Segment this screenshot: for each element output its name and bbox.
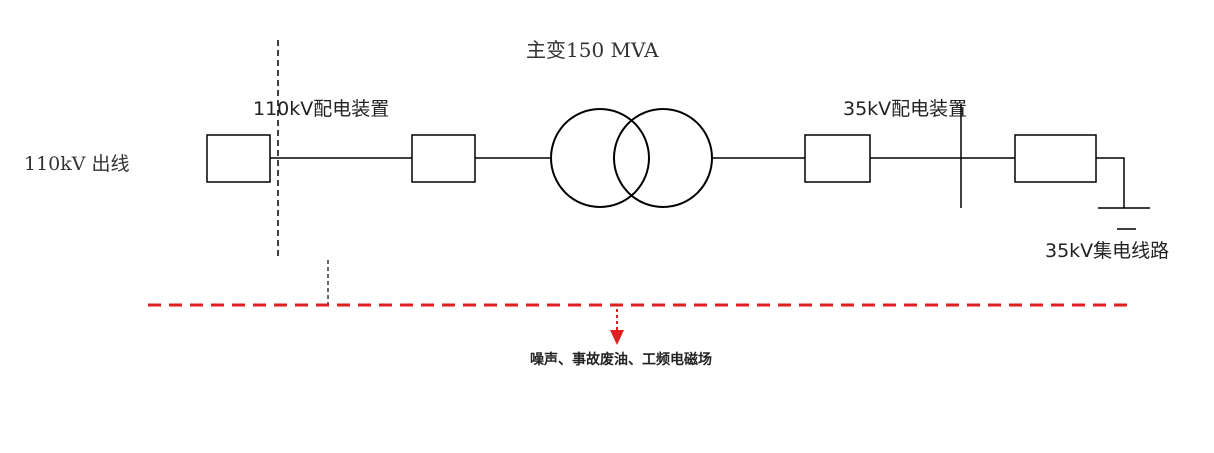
- breaker-110kv-outgoing: [206, 134, 271, 183]
- pollution-label: 噪声、事故废油、工频电磁场: [530, 351, 712, 368]
- breaker-35kv-collector: [1014, 134, 1097, 183]
- transformer-winding-primary: [550, 108, 650, 208]
- switchgear-110kv-label: 110kV配电装置: [253, 98, 389, 120]
- outgoing-110kv-label: 110kV 出线: [24, 153, 130, 175]
- collector-35kv-label: 35kV集电线路: [1045, 240, 1169, 262]
- transformer-winding-secondary: [613, 108, 713, 208]
- transformer-label: 主变150 MVA: [526, 38, 659, 62]
- breaker-110kv-transformer: [411, 134, 476, 183]
- pollution-arrow-head: [610, 330, 624, 345]
- breaker-35kv-transformer: [804, 134, 871, 183]
- switchgear-35kv-label: 35kV配电装置: [843, 98, 967, 120]
- collector-feeder-line: [1096, 157, 1125, 208]
